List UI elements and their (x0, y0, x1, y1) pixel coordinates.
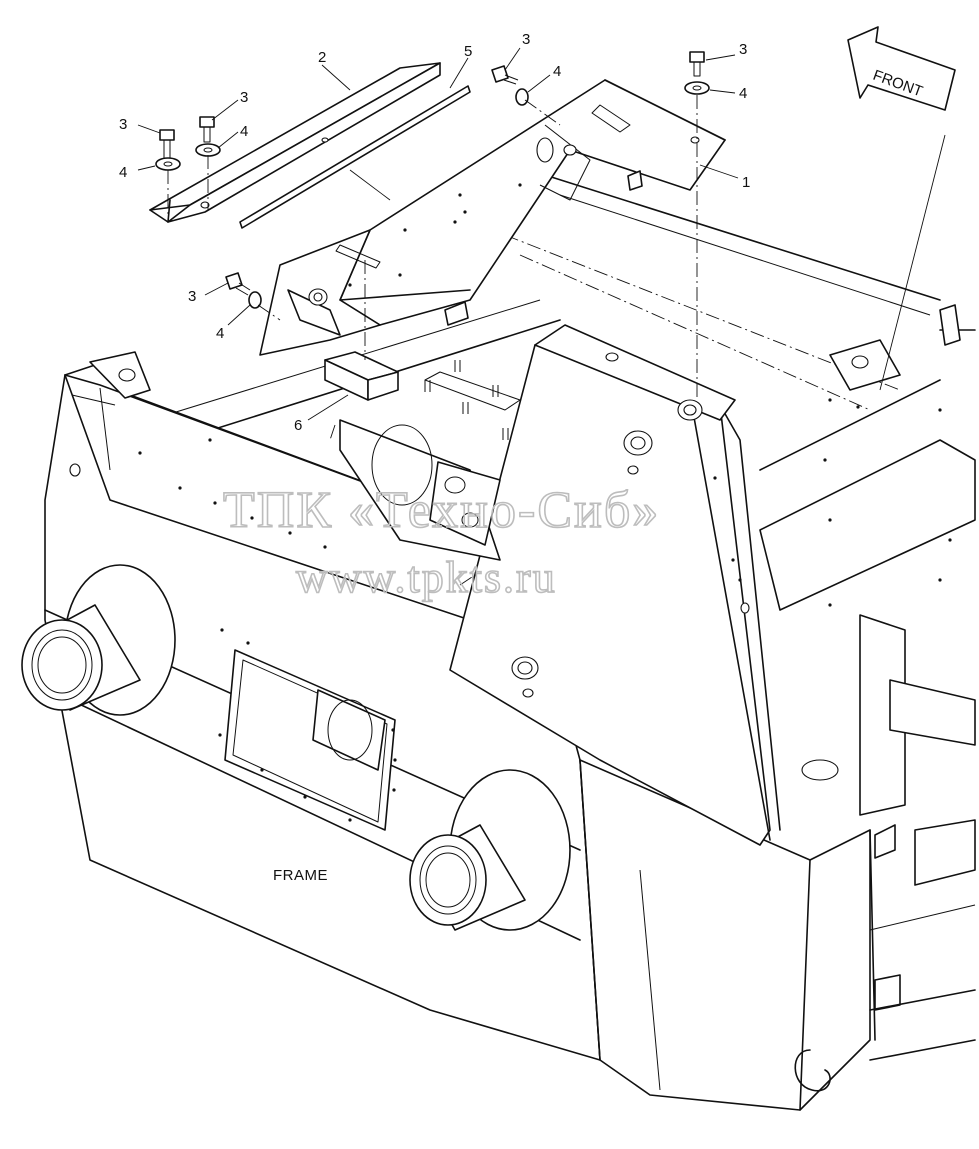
bolt-3-top-left-a (159, 129, 175, 159)
callout-5: 5 (464, 43, 472, 60)
bolt-3-top-right (689, 51, 705, 77)
part-1-bracket (259, 79, 726, 356)
bolt-3-top-left-b (199, 116, 215, 143)
callout-4-top-right: 4 (739, 85, 747, 102)
watermark-company: ТПК «Техно-Сиб» (223, 482, 660, 539)
washer-4-top-right (684, 81, 710, 95)
callout-3-left: 3 (188, 288, 196, 305)
callout-4-top-left-a: 4 (119, 164, 127, 181)
washer-4-top-center (515, 88, 529, 106)
callout-3-top-right: 3 (739, 41, 747, 58)
watermark-url: www.tpkts.ru (296, 553, 557, 602)
inspection-cover (224, 649, 396, 831)
callout-4-top-left-b: 4 (240, 123, 248, 140)
callout-2: 2 (318, 49, 326, 66)
bolt-3-top-center (491, 65, 519, 85)
callout-4-left: 4 (216, 325, 224, 342)
part-5-flat-strip (239, 85, 471, 229)
bolt-3-left (225, 272, 251, 296)
frame-body (21, 174, 976, 1111)
callout-3-top-left-a: 3 (119, 116, 127, 133)
right-axle-housing (409, 769, 571, 931)
callout-6: 6 (294, 417, 302, 434)
washer-4-left (248, 291, 262, 309)
left-axle-housing (21, 564, 176, 716)
part-2-angle-strip (149, 62, 441, 223)
callout-4-top-center: 4 (553, 63, 561, 80)
callout-3-top-left-b: 3 (240, 89, 248, 106)
washer-4-top-left-a (155, 157, 181, 171)
callout-3-top-center: 3 (522, 31, 530, 48)
front-arrow: FRONT (847, 26, 956, 111)
part-6-block (324, 351, 399, 401)
washer-4-top-left-b (195, 143, 221, 157)
center-tower (449, 324, 839, 846)
frame-label: FRAME (273, 867, 328, 884)
callout-1: 1 (742, 174, 750, 191)
